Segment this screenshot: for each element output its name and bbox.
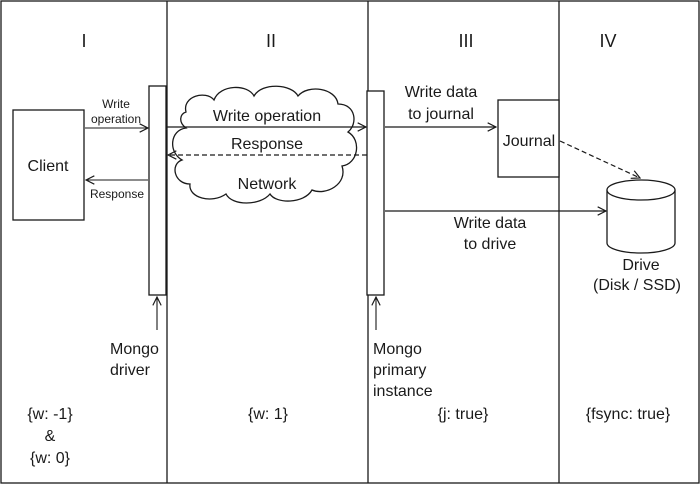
mongo-primary-bar [366, 90, 385, 296]
client-label: Client [28, 158, 69, 175]
concern-j-true: {j: true} [438, 406, 489, 423]
column-header-2: II [266, 31, 276, 51]
journal-flush-arrow [559, 140, 640, 178]
journal-box [497, 99, 560, 178]
driver-label-1: Mongo [110, 341, 159, 358]
journal-write-label-1: Write data [405, 84, 478, 101]
drive-label: Drive [622, 257, 659, 274]
journal-write-label-2: to journal [408, 106, 474, 123]
client-box [12, 109, 85, 221]
mongo-driver-bar [148, 85, 167, 296]
column-header-4: IV [599, 31, 616, 51]
write-operation-label: Write operation [213, 108, 321, 125]
client-write-label-2: operation [91, 112, 141, 126]
response-label: Response [231, 136, 303, 153]
journal-label: Journal [503, 133, 555, 150]
primary-label-2: primary [373, 362, 426, 379]
client-response-label: Response [90, 187, 144, 201]
network-cloud [172, 85, 358, 204]
drive-write-label-1: Write data [454, 215, 527, 232]
primary-label-3: instance [373, 383, 433, 400]
drive-subtitle: (Disk / SSD) [593, 277, 681, 294]
column-header-3: III [458, 31, 473, 51]
concern-fsync-true: {fsync: true} [586, 406, 671, 423]
drive-cylinder [606, 179, 676, 254]
concern-ampersand: & [45, 428, 56, 445]
driver-label-2: driver [110, 362, 151, 379]
client-write-label-1: Write [102, 97, 130, 111]
concern-w-minus-1: {w: -1} [27, 406, 73, 423]
column-header-1: I [81, 31, 86, 51]
drive-write-label-2: to drive [464, 236, 517, 253]
network-label: Network [238, 176, 298, 193]
concern-w-1: {w: 1} [248, 406, 289, 423]
primary-label-1: Mongo [373, 341, 422, 358]
concern-w-0: {w: 0} [30, 450, 71, 467]
